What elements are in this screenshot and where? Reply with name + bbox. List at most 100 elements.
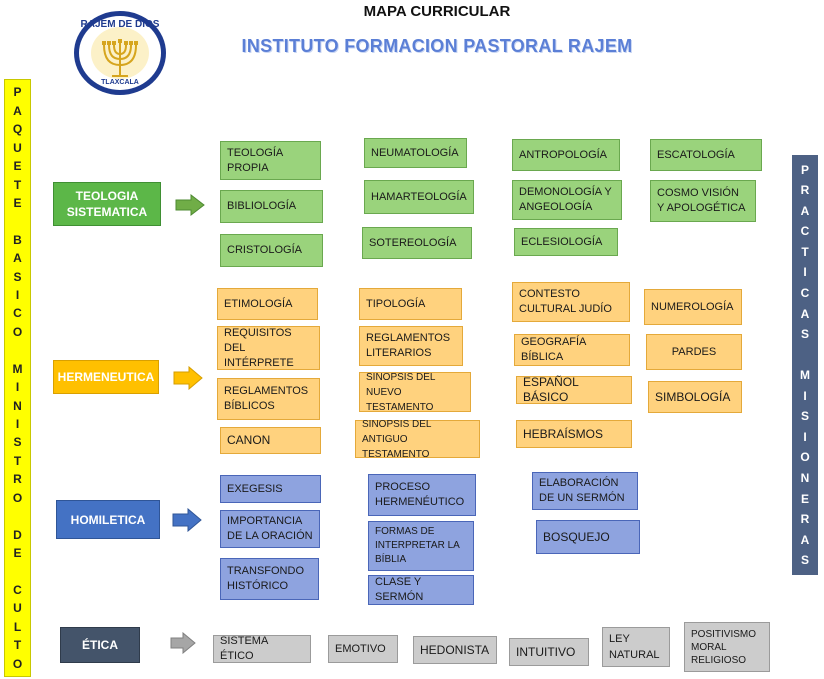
subject-box: GEOGRAFÍA BÍBLICA (514, 334, 630, 366)
right-bar-letter: I (803, 429, 807, 444)
subject-box: CLASE Y SERMÓN (368, 575, 474, 605)
right-bar-letter: S (800, 327, 809, 342)
arrow-right-icon (175, 194, 205, 216)
subject-box: IMPORTANCIA DE LA ORACIÓN (220, 510, 320, 548)
left-bar-letter (16, 565, 19, 577)
subject-box: CONTESTO CULTURAL JUDÍO (512, 282, 630, 322)
left-bar-letter: T (13, 177, 22, 192)
right-bar-letter: A (800, 532, 810, 547)
subject-box: EXEGESIS (220, 475, 321, 503)
subject-box: BOSQUEJO (536, 520, 640, 554)
left-bar-letter: O (12, 656, 23, 671)
left-bar-letter: T (13, 638, 22, 653)
right-bar-letter: O (800, 450, 810, 465)
subject-box: BIBLIOLOGÍA (220, 190, 323, 223)
left-bar-letter: S (13, 435, 22, 450)
subject-box: HEBRAÍSMOS (516, 420, 632, 448)
left-bar-letter: E (13, 195, 22, 210)
subject-box: REGLAMENTOS LITERARIOS (359, 326, 463, 366)
left-bar-letter: A (13, 251, 22, 266)
subject-box: SISTEMA ÉTICO (213, 635, 311, 663)
subject-box: SINOPSIS DEL NUEVO TESTAMENTO (359, 372, 471, 413)
left-bar-letter (16, 510, 19, 522)
logo-top-text: RAJEM DE DIOS (80, 19, 160, 30)
left-bar-letter: A (13, 103, 22, 118)
right-bar-letter: A (800, 306, 810, 321)
category-teologia: TEOLOGIA SISTEMATICA (53, 182, 161, 226)
arrow-right-icon (170, 632, 196, 654)
left-bar-letter: P (13, 85, 22, 100)
menorah-logo-icon (74, 11, 166, 95)
subject-box: ECLESIOLOGÍA (514, 228, 618, 256)
subject-box: ETIMOLOGÍA (217, 288, 318, 320)
left-bar-letter: O (12, 490, 23, 505)
left-bar-letter: I (15, 288, 20, 303)
left-bar-letter: C (13, 582, 22, 597)
left-bar-letter: I (15, 417, 20, 432)
left-bar-letter: U (13, 601, 22, 616)
arrow-right-icon (173, 366, 203, 390)
subject-box: INTUITIVO (509, 638, 589, 666)
subject-box: REQUISITOS DEL INTÉRPRETE (217, 326, 320, 370)
subject-box: CRISTOLOGÍA (220, 234, 323, 267)
left-bar-letter: M (12, 361, 23, 376)
left-bar-letter: N (13, 398, 22, 413)
institute-title: INSTITUTO FORMACION PASTORAL RAJEM (241, 36, 633, 56)
subject-box: EMOTIVO (328, 635, 398, 663)
page-title: MAPA CURRICULAR (363, 3, 511, 20)
right-bar-letter: M (800, 368, 810, 383)
subject-box: NUMEROLOGÍA (644, 289, 742, 325)
subject-box: SINOPSIS DEL ANTIGUO TESTAMENTO (355, 419, 480, 460)
subject-box: ESPAÑOL BÁSICO (516, 375, 632, 404)
left-bar-letter: Q (12, 122, 23, 137)
subject-box: SIMBOLOGÍA (648, 381, 742, 413)
subject-box: FORMAS DE INTERPRETAR LA BÍBLIA (368, 521, 474, 571)
right-bar-letter: A (800, 203, 810, 218)
left-bar-letter: D (13, 527, 22, 542)
subject-box: HEDONISTA (413, 636, 497, 664)
left-bar-letter: R (13, 472, 22, 487)
subject-box: COSMO VISIÓN Y APOLOGÉTICA (650, 180, 756, 222)
left-bar-letter: U (13, 140, 22, 155)
arrow-right-icon (172, 508, 202, 532)
subject-box: DEMONOLOGÍA Y ANGEOLOGÍA (512, 180, 622, 220)
subject-box: HAMARTEOLOGÍA (364, 180, 474, 214)
left-bar-letter: I (15, 380, 20, 395)
subject-box: ELABORACIÓN DE UN SERMÓN (532, 472, 638, 510)
subject-box: POSITIVISMO MORAL RELIGIOSO (684, 622, 770, 672)
left-bar-letter (16, 215, 19, 227)
left-bar-letter: B (13, 232, 22, 247)
subject-box: PROCESO HERMENÉUTICO (368, 474, 476, 516)
right-bar-letter: R (800, 183, 810, 198)
right-bar-letter: I (803, 265, 807, 280)
left-bar-letter: E (13, 159, 22, 174)
subject-box: REGLAMENTOS BÍBLICOS (217, 378, 320, 420)
right-bar-letter: S (800, 553, 809, 568)
category-homiletica: HOMILETICA (56, 500, 160, 539)
category-hermeneutica: HERMENEUTICA (53, 360, 159, 394)
left-bar-letter: E (13, 545, 22, 560)
left-bar-letter: C (13, 306, 22, 321)
left-bar-letter: S (13, 269, 22, 284)
subject-box: PARDES (646, 334, 742, 370)
subject-box: ESCATOLOGÍA (650, 139, 762, 171)
left-bar-letter: L (13, 619, 22, 634)
subject-box: LEY NATURAL (602, 627, 670, 667)
subject-box: NEUMATOLOGÍA (364, 138, 467, 168)
right-bar-letter: N (800, 471, 810, 485)
left-bar-letter: O (12, 324, 23, 339)
right-bar-letter: S (800, 409, 809, 424)
right-bar-letter: C (800, 285, 810, 300)
subject-box: SOTEREOLOGÍA (362, 227, 472, 259)
subject-box: ANTROPOLOGÍA (512, 139, 620, 171)
right-bar-letter: I (803, 388, 807, 403)
right-bar-letter: P (800, 162, 809, 177)
left-bar-letter: T (13, 453, 22, 468)
right-bar-letter: C (800, 224, 810, 239)
left-bar-letter (16, 344, 19, 356)
institute-logo: RAJEM DE DIOS TLAXCALA (72, 9, 168, 97)
right-bar-letter: E (800, 491, 809, 506)
subject-box: CANON (220, 427, 321, 454)
